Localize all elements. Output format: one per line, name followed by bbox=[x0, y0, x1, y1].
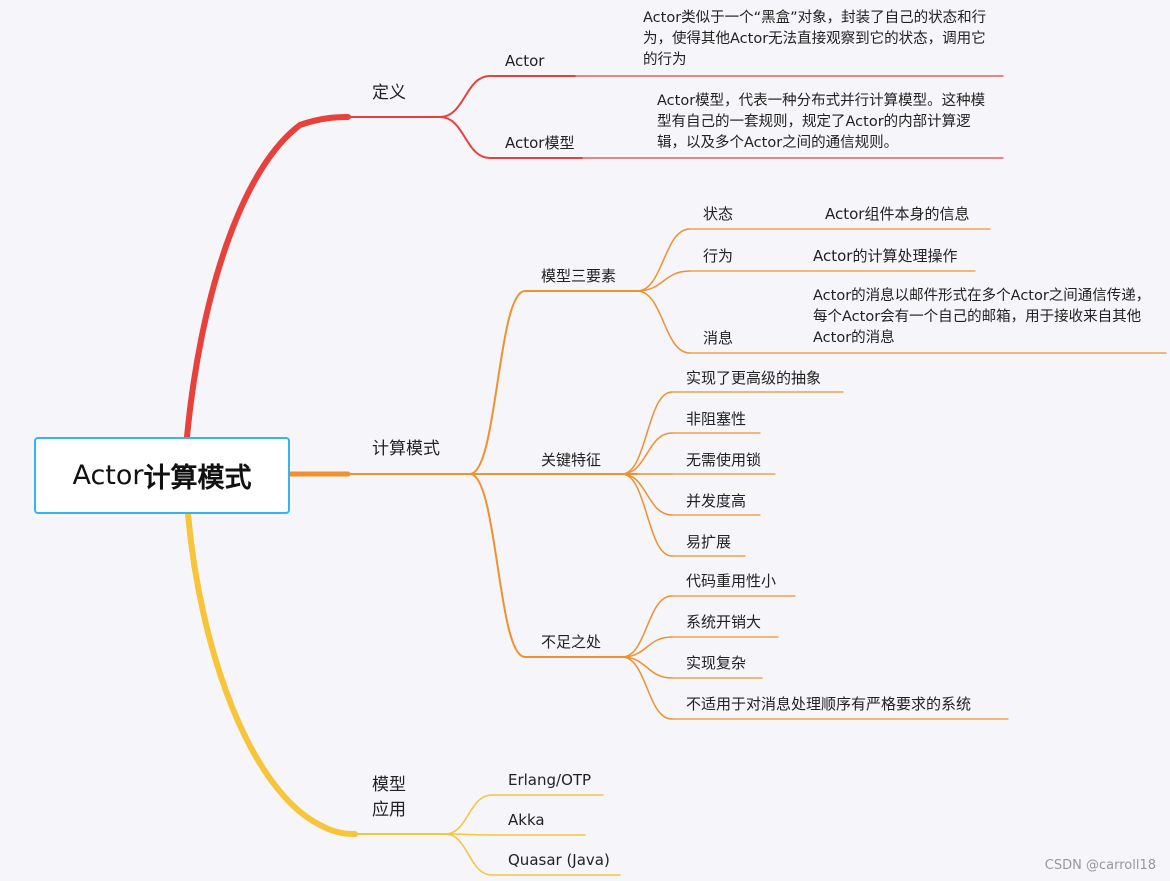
app-item[interactable]: Erlang/OTP bbox=[508, 771, 592, 789]
node-state[interactable]: 状态 bbox=[703, 205, 734, 223]
branch-definition[interactable]: 定义 bbox=[372, 83, 406, 103]
node-actor-model[interactable]: Actor模型 bbox=[505, 134, 575, 152]
edge-compute-elements bbox=[469, 290, 526, 475]
drawback-item[interactable]: 实现复杂 bbox=[686, 654, 747, 672]
feature-item[interactable]: 并发度高 bbox=[686, 492, 747, 510]
node-message[interactable]: 消息 bbox=[703, 329, 734, 347]
branch-compute[interactable]: 计算模式 bbox=[372, 439, 440, 459]
feature-item[interactable]: 无需使用锁 bbox=[686, 451, 762, 469]
edge-def-actor bbox=[439, 75, 491, 118]
edge-feature bbox=[621, 432, 673, 475]
edge-el-behavior bbox=[636, 270, 691, 292]
edge-drawback bbox=[621, 656, 673, 720]
edge-el-state bbox=[636, 228, 691, 292]
edge-root-apps bbox=[185, 511, 358, 837]
node-behavior[interactable]: 行为 bbox=[703, 247, 734, 265]
edge-el-message bbox=[636, 290, 691, 354]
node-state-desc[interactable]: Actor组件本身的信息 bbox=[825, 205, 970, 223]
edge-feature bbox=[621, 473, 673, 557]
node-actor[interactable]: Actor bbox=[505, 52, 545, 70]
node-actor-model-desc[interactable]: Actor模型，代表一种分布式并行计算模型。这种模型有自己的一套规则，规定了Ac… bbox=[657, 93, 986, 151]
branch-apps-line2[interactable]: 应用 bbox=[372, 800, 406, 820]
edge-def-model bbox=[439, 116, 491, 159]
edge-compute-drawbacks bbox=[469, 473, 526, 658]
node-message-desc[interactable]: Actor的消息以邮件形式在多个Actor之间通信传递，每个Actor会有一个自… bbox=[813, 288, 1151, 346]
edge-root-definition bbox=[184, 114, 351, 440]
edge-drawback bbox=[621, 636, 673, 658]
edge-app bbox=[444, 794, 493, 835]
watermark: CSDN @carroll18 bbox=[1044, 858, 1156, 873]
branch-apps-line1[interactable]: 模型 bbox=[372, 775, 406, 795]
edge-feature bbox=[621, 391, 673, 475]
edge-drawback bbox=[621, 656, 673, 679]
node-actor-desc[interactable]: Actor类似于一个“黑盒”对象，封装了自己的状态和行为，使得其他Actor无法… bbox=[643, 10, 987, 68]
edge-app bbox=[444, 833, 493, 876]
node-key-features[interactable]: 关键特征 bbox=[541, 451, 602, 469]
edge-drawback bbox=[621, 595, 673, 658]
root-title-cjk: 计算模式 bbox=[143, 463, 252, 494]
edge-feature bbox=[621, 473, 673, 516]
feature-item[interactable]: 非阻塞性 bbox=[686, 410, 747, 428]
node-drawbacks[interactable]: 不足之处 bbox=[541, 633, 602, 651]
app-item[interactable]: Quasar (Java) bbox=[508, 851, 610, 869]
node-three-elements[interactable]: 模型三要素 bbox=[541, 267, 617, 285]
drawback-item[interactable]: 不适用于对消息处理顺序有严格要求的系统 bbox=[686, 695, 972, 713]
app-item[interactable]: Akka bbox=[508, 811, 545, 829]
feature-item[interactable]: 实现了更高级的抽象 bbox=[686, 369, 822, 387]
root-title-latin: Actor bbox=[72, 460, 144, 491]
node-behavior-desc[interactable]: Actor的计算处理操作 bbox=[813, 247, 958, 265]
drawback-item[interactable]: 代码重用性小 bbox=[686, 572, 777, 590]
drawback-item[interactable]: 系统开销大 bbox=[686, 613, 762, 631]
feature-item[interactable]: 易扩展 bbox=[686, 533, 732, 551]
